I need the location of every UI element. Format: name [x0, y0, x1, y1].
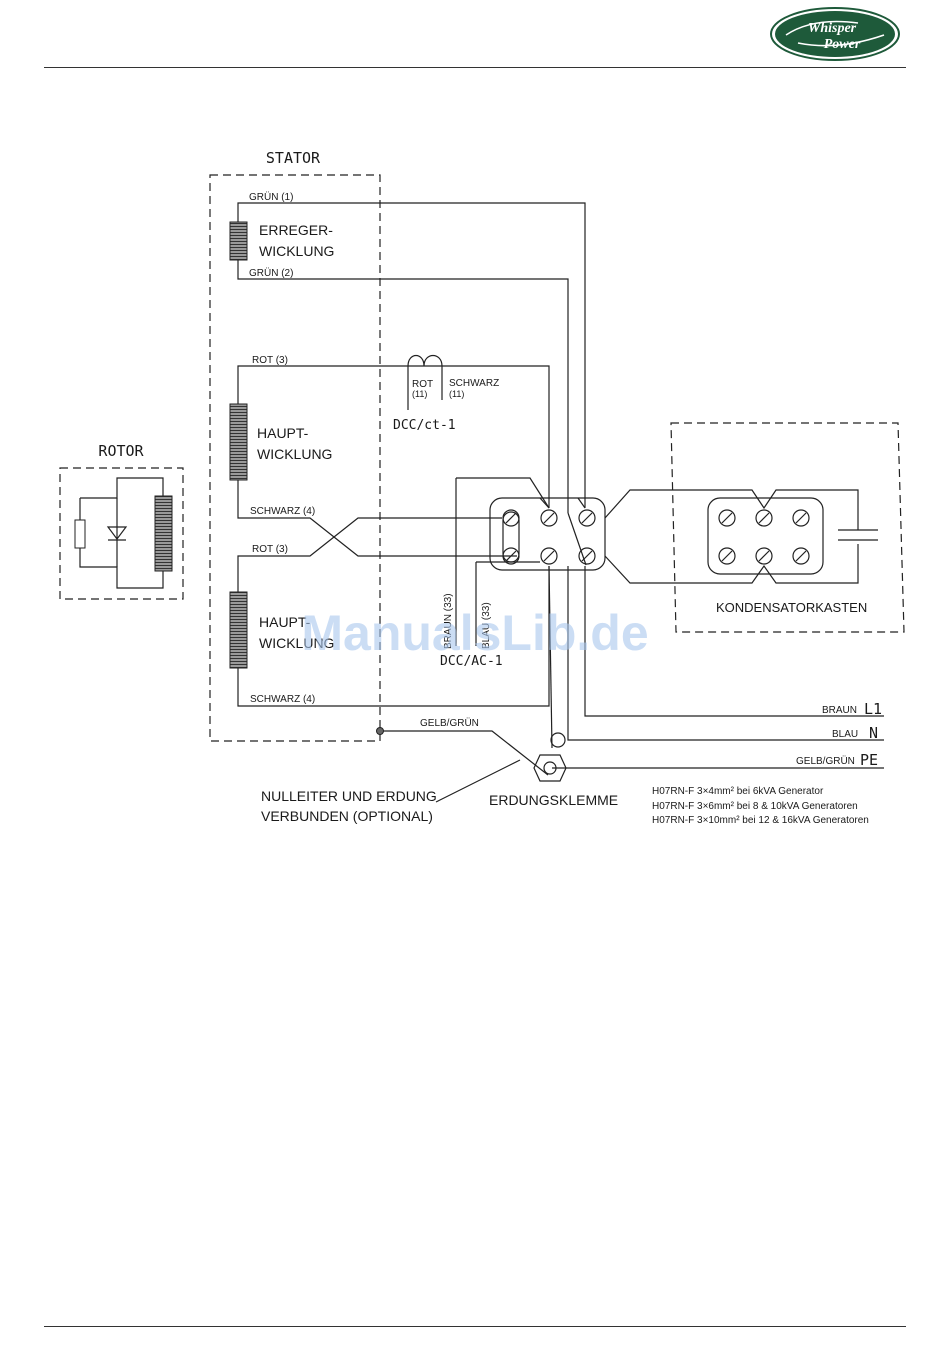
stator-box — [209, 174, 381, 742]
label-gelb-gruen-top: GELB/GRÜN — [420, 717, 479, 729]
ct-coil — [407, 354, 443, 367]
label-gruen-2: GRÜN (2) — [249, 267, 293, 279]
label-ct-schwarz-num: (11) — [449, 389, 464, 399]
label-ct-rot-num: (11) — [412, 389, 427, 399]
label-ct-schwarz: SCHWARZ — [449, 378, 499, 389]
label-braun-33: BRAUN (33) — [443, 593, 454, 649]
rotor-label: ROTOR — [98, 442, 144, 460]
label-gruen-1: GRÜN (1) — [249, 191, 293, 203]
label-ct-rot: ROT — [412, 379, 433, 390]
label-gelb-gruen: GELB/GRÜN — [796, 755, 855, 767]
cable-spec-2: H07RN-F 3×6mm² bei 8 & 10kVA Generatoren — [652, 801, 858, 812]
label-blau: BLAU — [832, 729, 858, 740]
rotor-coil — [154, 495, 173, 572]
label-haupt-b-2: WICKLUNG — [259, 635, 334, 651]
label-rot-3-b: ROT (3) — [252, 544, 288, 555]
condenser-screws — [718, 509, 810, 565]
label-dcc-ct: DCC/ct-1 — [393, 418, 456, 433]
main-coil-a — [229, 403, 248, 481]
exciter-coil — [229, 221, 248, 261]
label-erreger-2: WICKLUNG — [259, 243, 334, 259]
capacitor — [838, 529, 878, 541]
label-n: N — [869, 724, 878, 742]
label-schwarz-4-b: SCHWARZ (4) — [250, 694, 315, 705]
stator-label: STATOR — [266, 149, 321, 167]
rotor-resistor — [74, 519, 86, 549]
watermark: ManualsLib.de — [301, 605, 648, 661]
neutral-connector — [550, 732, 566, 748]
label-erdungsklemme: ERDUNGSKLEMME — [489, 792, 618, 808]
condenser-box — [670, 422, 905, 633]
label-blau-33: BLAU (33) — [481, 602, 492, 649]
header-rule — [44, 67, 906, 68]
label-haupt-a-1: HAUPT- — [257, 425, 309, 441]
main-coil-b — [229, 591, 248, 669]
rotor-box — [59, 467, 184, 600]
label-l1: L1 — [864, 700, 882, 718]
label-haupt-b-1: HAUPT- — [259, 614, 311, 630]
cable-spec-1: H07RN-F 3×4mm² bei 6kVA Generator — [652, 786, 824, 797]
footer-rule — [44, 1326, 906, 1327]
condenser-terminal-block — [707, 497, 824, 575]
rotor-diode — [106, 526, 128, 541]
label-kondensator: KONDENSATORKASTEN — [716, 600, 867, 615]
earth-terminal — [533, 754, 567, 782]
label-nulleiter-2: VERBUNDEN (OPTIONAL) — [261, 808, 433, 824]
label-haupt-a-2: WICKLUNG — [257, 446, 332, 462]
label-braun: BRAUN — [822, 705, 857, 716]
label-pe: PE — [860, 751, 878, 769]
label-rot-3-a: ROT (3) — [252, 355, 288, 366]
terminal-block — [489, 497, 606, 571]
earth-junction — [376, 727, 384, 735]
label-schwarz-4-a: SCHWARZ (4) — [250, 506, 315, 517]
cable-spec-3: H07RN-F 3×10mm² bei 12 & 16kVA Generator… — [652, 815, 869, 826]
label-nulleiter-1: NULLEITER UND ERDUNG — [261, 788, 437, 804]
label-dcc-ac: DCC/AC-1 — [440, 654, 503, 669]
whisper-power-logo: Whisper Power — [770, 7, 900, 61]
logo-text-1: Whisper — [808, 21, 857, 36]
label-erreger-1: ERREGER- — [259, 222, 333, 238]
